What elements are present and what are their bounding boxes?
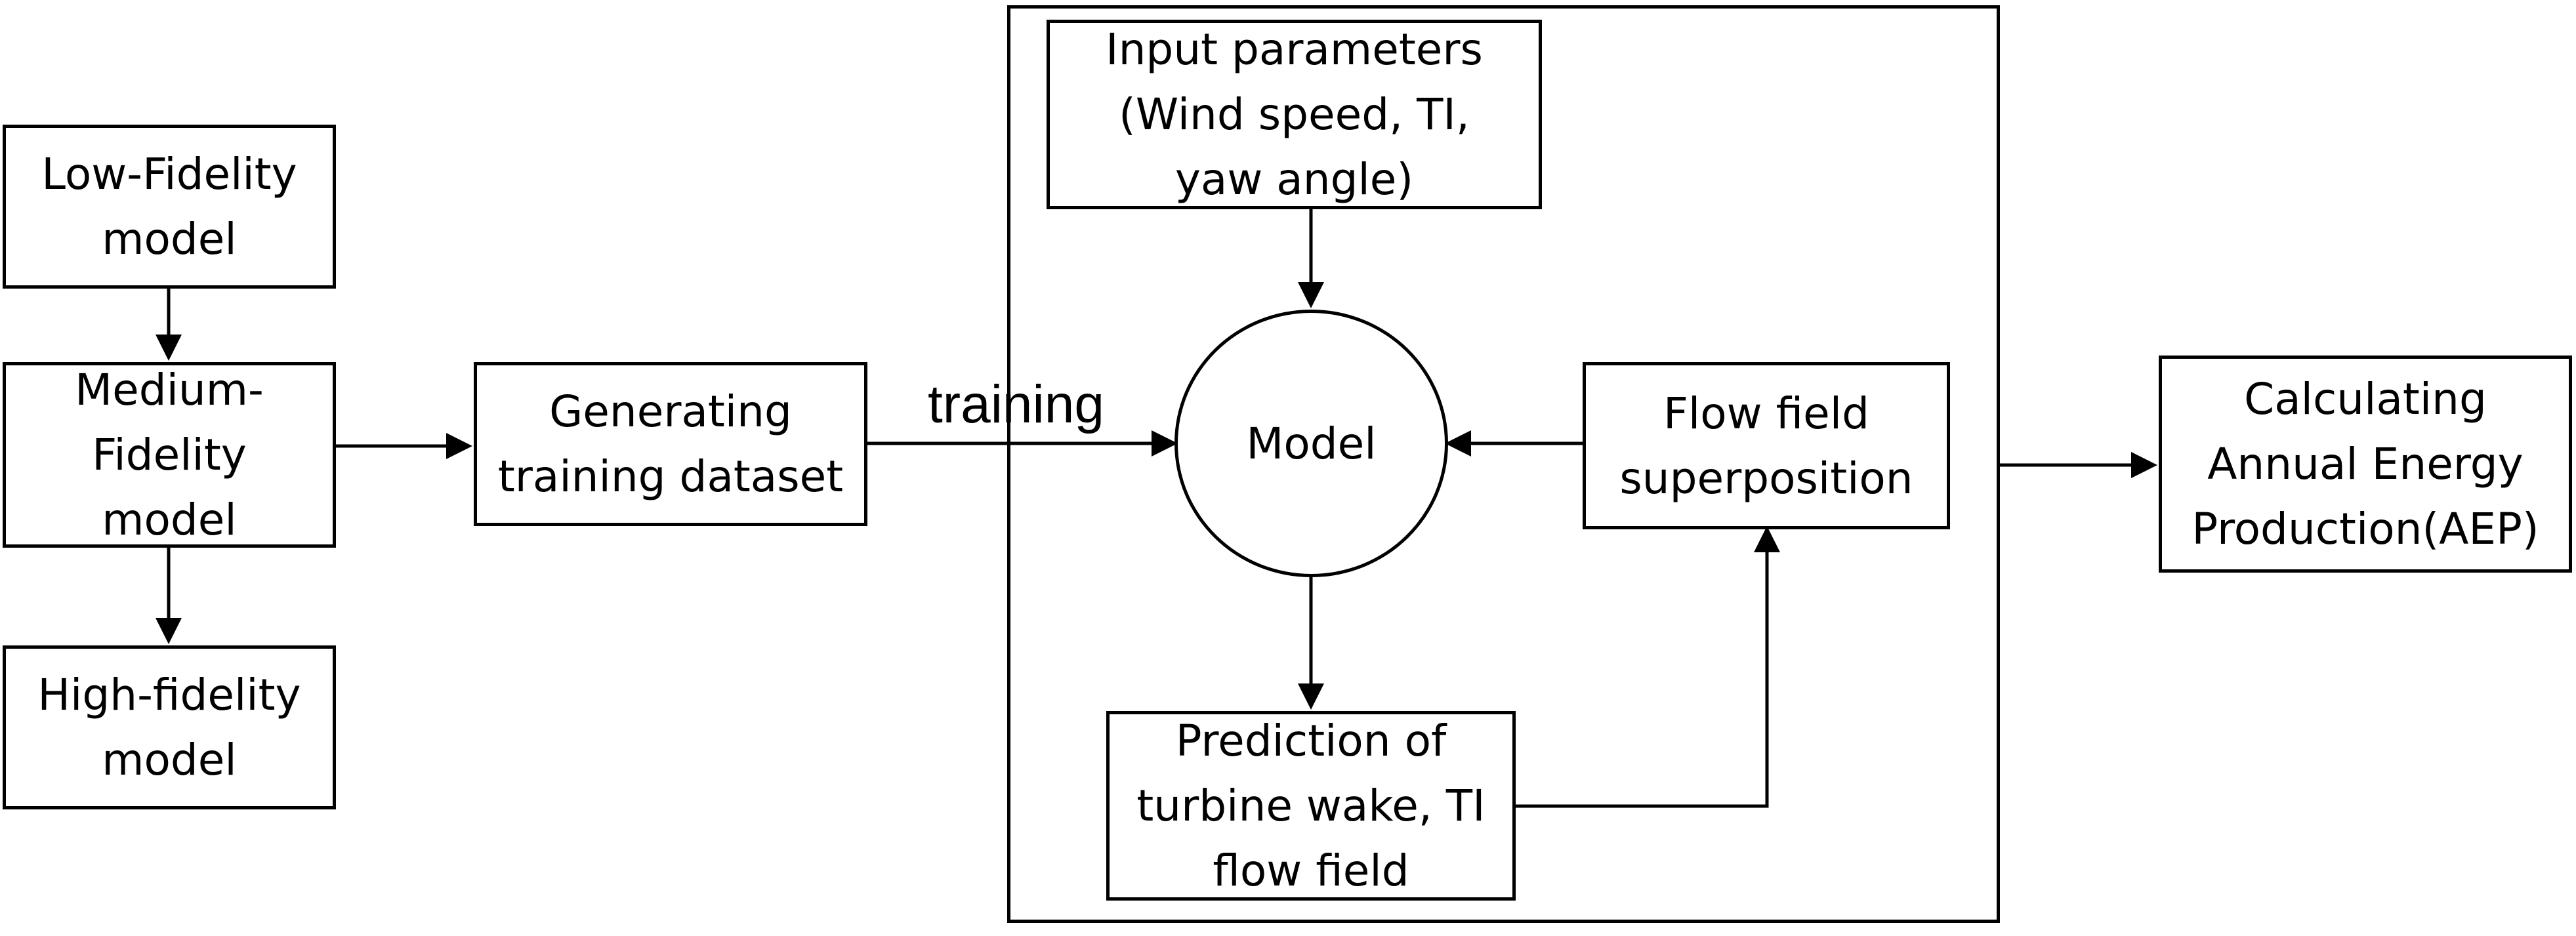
node-label: yaw angle) <box>1174 154 1414 205</box>
node-label: Flow field <box>1663 388 1870 439</box>
node-label: Annual Energy <box>2207 439 2524 489</box>
node-label: High-fidelity <box>37 670 301 720</box>
node-label: Production(AEP) <box>2192 504 2539 554</box>
model-node: Model <box>1174 310 1448 577</box>
input-parameters-node: Input parameters (Wind speed, TI, yaw an… <box>1047 20 1542 209</box>
node-label: training dataset <box>497 451 844 502</box>
node-label: Medium- <box>75 365 264 415</box>
node-label: turbine wake, TI <box>1136 781 1485 831</box>
high-fidelity-model-node: High-fidelity model <box>3 645 336 809</box>
node-label: model <box>102 214 237 264</box>
node-label: (Wind speed, TI, <box>1119 89 1470 140</box>
node-label: model <box>102 735 237 785</box>
generating-training-dataset-node: Generating training dataset <box>474 362 867 526</box>
node-label: Input parameters <box>1106 24 1483 75</box>
prediction-node: Prediction of turbine wake, TI flow fiel… <box>1106 711 1516 901</box>
arrow-prediction-to-flowfield <box>1516 526 1780 808</box>
training-edge-label: training <box>928 375 1104 434</box>
node-label: flow field <box>1213 845 1409 896</box>
calculating-aep-node: Calculating Annual Energy Production(AEP… <box>2159 356 2572 573</box>
node-label: Model <box>1246 418 1377 469</box>
node-label: Low-Fidelity <box>41 149 297 199</box>
node-label: Generating <box>549 386 792 437</box>
node-label: model <box>102 495 237 545</box>
node-label: Fidelity <box>92 430 247 480</box>
medium-fidelity-model-node: Medium- Fidelity model <box>3 362 336 548</box>
node-label: Calculating <box>2244 374 2487 424</box>
node-label: superposition <box>1619 453 1913 504</box>
low-fidelity-model-node: Low-Fidelity model <box>3 125 336 289</box>
model-framework-container <box>1007 5 2000 923</box>
node-label: Prediction of <box>1175 716 1447 766</box>
flow-field-superposition-node: Flow field superposition <box>1583 362 1950 529</box>
